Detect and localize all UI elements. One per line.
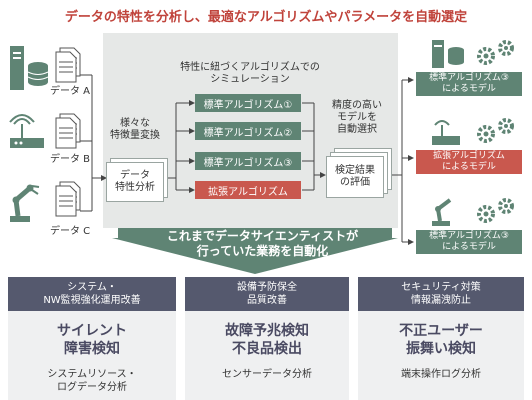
use-case-3-detail: 端末操作ログ分析 <box>401 369 481 380</box>
feature-analysis-box: データ 特性分析 <box>106 162 164 202</box>
algo-standard-3: 標準アルゴリズム③ <box>195 152 301 170</box>
use-case-1-title: サイレント 障害検知 <box>57 323 127 357</box>
use-case-2-body <box>185 311 349 400</box>
use-case-3-header: セキュリティ対策 情報漏洩防止 <box>358 277 524 311</box>
select-caption: 精度の高い モデルを 自動選択 <box>332 100 382 135</box>
input-label-a: データ A <box>50 86 91 97</box>
use-case-1-detail: システムリソース・ ログデータ分析 <box>47 369 137 393</box>
use-case-2-header: 設備予防保全 品質改善 <box>185 277 349 311</box>
use-case-2-title: 故障予兆検知 不良品検出 <box>225 323 309 357</box>
server-gears-icon <box>432 40 514 68</box>
automation-banner: これまでデータサイエンティストが 行っていた業務を自動化 <box>166 229 359 258</box>
use-case-1-header: システム・ NW監視強化運用改善 <box>8 277 176 311</box>
server-database-icon <box>10 46 81 90</box>
evaluation-box: 検定結果 の評価 <box>326 156 384 198</box>
output-model-2: 拡張アルゴリズム によるモデル <box>416 150 522 174</box>
router-gears-icon <box>432 118 514 145</box>
use-case-1-body <box>8 311 176 400</box>
use-case-3-body <box>358 311 524 400</box>
algo-standard-1: 標準アルゴリズム① <box>195 94 301 112</box>
output-model-3: 標準アルゴリズム③ によるモデル <box>416 230 522 254</box>
output-model-1: 標準アルゴリズム③ によるモデル <box>416 72 522 96</box>
robot-arm-icon <box>10 181 81 222</box>
robot-gears-icon <box>432 198 514 226</box>
simulation-caption: 特性に紐づくアルゴリズムでの シミュレーション <box>180 62 320 85</box>
router-icon <box>9 113 81 149</box>
use-case-2-detail: センサーデータ分析 <box>222 369 312 380</box>
algo-standard-2: 標準アルゴリズム② <box>195 122 301 140</box>
input-label-c: データ C <box>50 226 91 237</box>
feature-caption: 様々な 特徴量変換 <box>110 118 160 141</box>
input-label-b: データ B <box>50 154 91 165</box>
algo-extended: 拡張アルゴリズム <box>195 181 301 199</box>
page-title: データの特性を分析し、最適なアルゴリズムやパラメータを自動選定 <box>64 10 468 25</box>
use-case-3-title: 不正ユーザー 振舞い検知 <box>399 323 483 357</box>
